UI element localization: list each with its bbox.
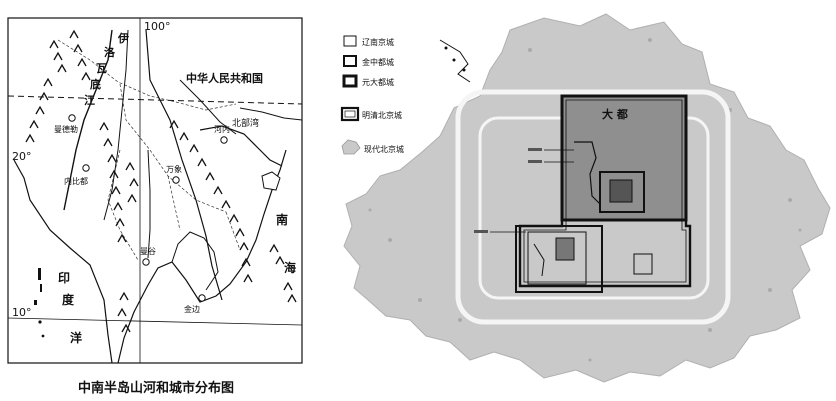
red-river — [179, 79, 237, 135]
annotation-ticks — [490, 149, 574, 233]
border-lines — [57, 39, 241, 261]
city-phnompenh-label: 金边 — [184, 304, 200, 314]
dadu-palace-inner — [609, 179, 633, 203]
coastline-gulf — [199, 125, 283, 167]
gulf-of-thailand — [171, 231, 219, 291]
city-hanoi-dot — [220, 136, 228, 144]
parallel-10 — [7, 317, 303, 326]
beijing-evolution-map: 大 都 — [340, 13, 831, 383]
andaman-islands — [34, 268, 45, 338]
legend-label-yuan: 元大都城 — [362, 77, 394, 87]
parallel-20 — [7, 95, 303, 105]
city-mandalay-label: 曼德勒 — [54, 124, 78, 134]
legend-swatch-yuan — [342, 74, 358, 88]
legend-swatch-mingqing — [340, 106, 360, 122]
sea-char-2: 海 — [284, 260, 296, 275]
dadu-label: 大 都 — [602, 107, 628, 121]
irrawaddy-river — [63, 29, 113, 211]
mekong-river — [145, 29, 223, 301]
river-char-3: 瓦 — [96, 62, 107, 75]
sea-char-1: 南 — [276, 212, 288, 227]
north-hill-marks — [444, 46, 466, 72]
river-char-4: 底 — [90, 77, 101, 91]
city-phnompenh-dot — [198, 294, 206, 302]
legend: 辽南京城 金中都城 元大都城 明清北京城 现代北京城 — [340, 35, 404, 155]
lat-10-label: 10° — [12, 306, 32, 319]
map-caption: 中南半岛山河和城市分布图 — [78, 380, 234, 396]
lat-20-label: 20° — [12, 150, 32, 163]
annotation-blocks — [474, 148, 542, 233]
legend-label-liao: 辽南京城 — [362, 37, 394, 47]
ocean-char-2: 度 — [62, 292, 75, 307]
city-mandalay-dot — [68, 114, 76, 122]
coastline-south — [117, 149, 287, 364]
legend-swatch-mingqing-inner — [344, 110, 356, 118]
city-vientiane-label: 万象 — [166, 164, 182, 174]
dadu-lake — [574, 141, 601, 205]
city-naypyidaw-dot — [82, 164, 90, 172]
legend-label-mingqing: 明清北京城 — [362, 110, 402, 120]
map-frame — [7, 17, 303, 364]
north-river — [439, 39, 471, 83]
lon-100-label: 100° — [144, 20, 171, 33]
liao-nanjing-city — [527, 231, 587, 285]
indochina-map: 100° 20° 10° 伊 洛 瓦 底 江 中华人民共和国 北部湾 南 海 印… — [7, 17, 303, 396]
salween-river — [103, 29, 129, 221]
coastline-west — [13, 159, 113, 364]
city-markers — [68, 114, 228, 302]
ming-qing-city-inner-line — [523, 99, 687, 283]
ring-road-outer — [455, 89, 731, 325]
city-bangkok-dot — [142, 258, 150, 266]
temple-of-heaven — [633, 253, 653, 275]
river-char-2: 洛 — [104, 45, 116, 59]
chao-phraya-river — [147, 149, 151, 259]
legend-swatch-jin — [343, 55, 357, 67]
city-vientiane-dot — [172, 176, 180, 184]
zhongdu-palace — [555, 237, 575, 261]
legend-swatch-liao — [343, 35, 357, 47]
legend-label-jin: 金中都城 — [362, 57, 394, 67]
coastline-north — [239, 107, 303, 121]
city-naypyidaw-label: 内比都 — [64, 176, 88, 186]
river-char-5: 江 — [84, 93, 95, 107]
jin-zhongdu-city — [515, 225, 603, 293]
legend-swatch-modern — [341, 139, 361, 155]
ocean-char-1: 印 — [58, 271, 70, 285]
zhongdu-canal — [533, 243, 545, 277]
hainan-island — [261, 171, 281, 191]
river-char-1: 伊 — [117, 31, 129, 45]
mountain-marks — [25, 29, 297, 333]
gulf-label: 北部湾 — [232, 117, 259, 129]
china-label: 中华人民共和国 — [186, 71, 263, 85]
city-bangkok-label: 曼谷 — [140, 247, 156, 256]
city-hanoi-label: 河内 — [214, 124, 230, 134]
legend-label-modern: 现代北京城 — [364, 144, 404, 154]
ocean-char-3: 洋 — [70, 330, 82, 345]
dadu-palace — [599, 171, 645, 213]
